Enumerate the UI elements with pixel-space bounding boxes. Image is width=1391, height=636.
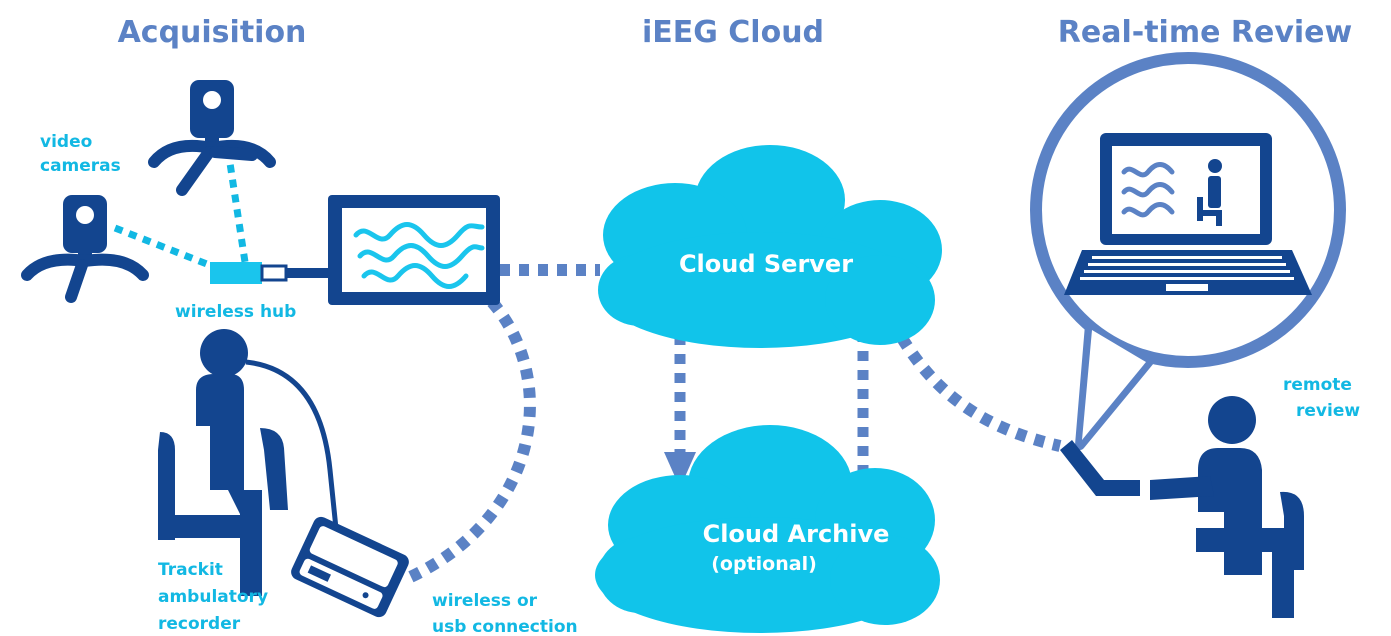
wireless-hub-icon: [210, 262, 328, 284]
camera-icon: [148, 80, 276, 196]
monitor-icon: [328, 195, 500, 305]
recorder-device-icon: [291, 516, 409, 618]
remote-review-label-line1: remote: [1283, 375, 1352, 395]
remote-review-label-line2: review: [1296, 401, 1360, 421]
header-iEEG-cloud: iEEG Cloud: [642, 15, 824, 50]
cloud-archive-label: Cloud Archive: [703, 520, 890, 548]
cloud-server: Cloud Server: [598, 145, 942, 348]
connection-label-line1: wireless or: [432, 591, 538, 611]
recorder-label-line2: ambulatory: [158, 587, 268, 607]
cloud-archive: Cloud Archive (optional): [595, 425, 940, 633]
recorder-label-line1: Trackit: [158, 560, 223, 580]
reviewer-icon: [1060, 396, 1304, 618]
connection-label-line2: usb connection: [432, 617, 578, 636]
cloud-server-label: Cloud Server: [679, 250, 853, 278]
header-acquisition: Acquisition: [118, 15, 307, 50]
remote-review-link: [896, 334, 1062, 452]
laptop-icon: [1064, 133, 1312, 295]
camera-top-link: [224, 149, 249, 263]
header-real-time-review: Real-time Review: [1058, 15, 1352, 50]
camera-left-link: [113, 224, 214, 270]
wireless-hub-label: wireless hub: [175, 302, 296, 322]
down-arrow-icon: [664, 452, 696, 488]
cloud-icon: [598, 145, 942, 348]
camera-icon: [21, 195, 149, 303]
video-cameras-label-line1: video: [40, 132, 92, 152]
cloud-icon: [595, 425, 940, 633]
recorder-cable: [245, 359, 341, 549]
wireless-usb-link: [401, 298, 536, 586]
video-cameras-label-line2: cameras: [40, 156, 121, 176]
recorder-label-line3: recorder: [158, 614, 241, 634]
patient-icon: [158, 329, 288, 596]
cloud-archive-note: (optional): [711, 553, 817, 575]
